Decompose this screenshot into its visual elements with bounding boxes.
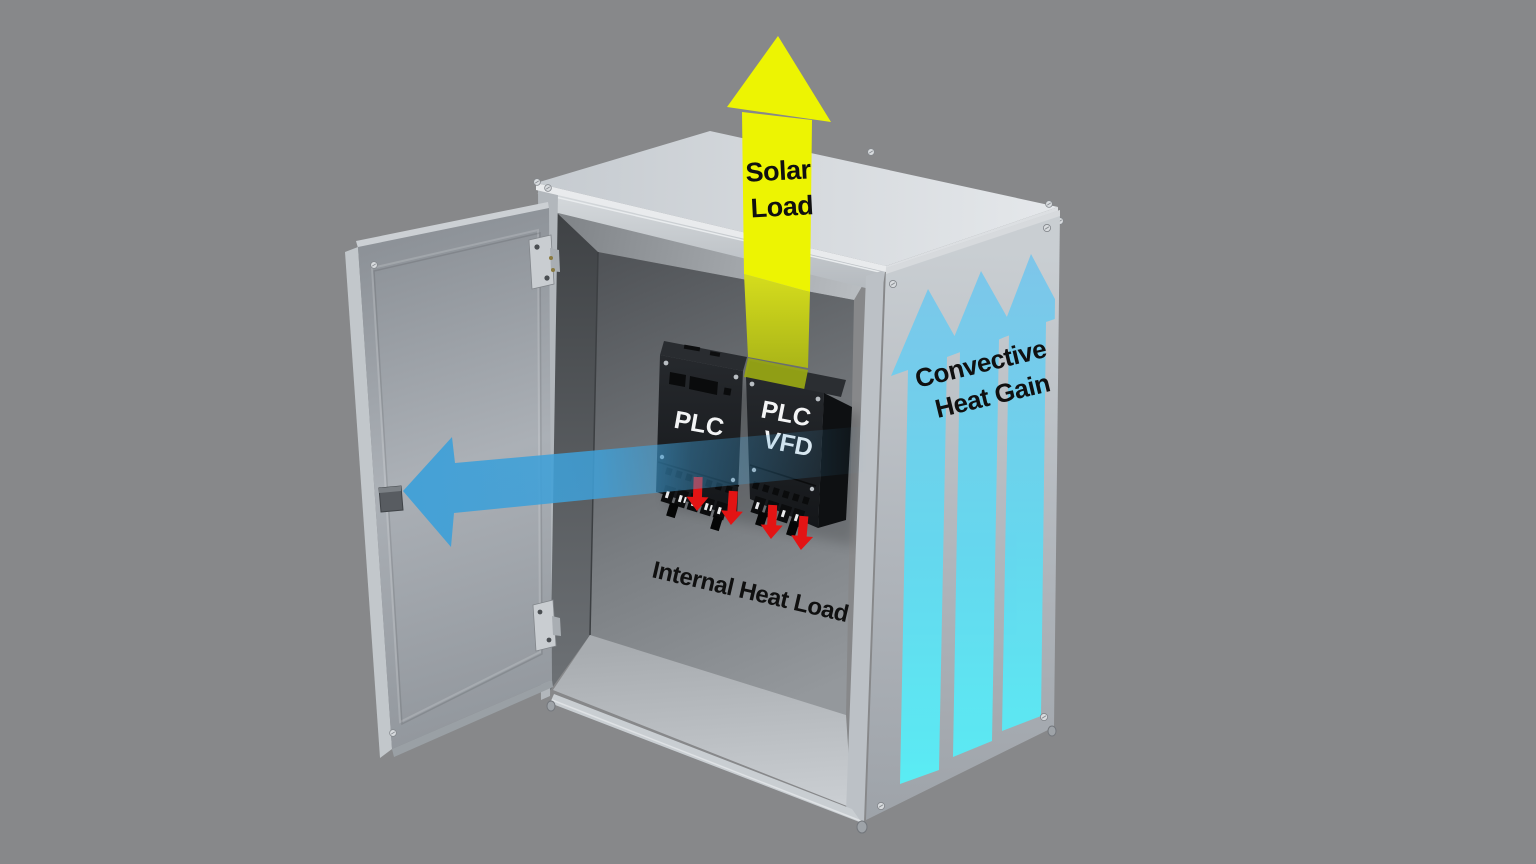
door-bottom-fold [392, 680, 553, 757]
sill-highlight [551, 699, 862, 822]
interior-floor [553, 635, 852, 808]
screw-icon [876, 801, 886, 811]
door-handle[interactable] [378, 485, 404, 513]
plc-vent-slot [669, 372, 686, 387]
door-airflow-arrow [403, 426, 866, 547]
screw-icon [888, 279, 898, 289]
rail-highlight [537, 192, 885, 274]
solar-arrow-head [727, 36, 831, 122]
vfd-solar-landing [744, 358, 808, 390]
vfd-vent-holes [751, 481, 810, 505]
door-top-fold [356, 202, 549, 248]
door-left-fold [345, 247, 392, 758]
door-hinge-bottom [532, 599, 561, 652]
solar-label-line1: Solar [745, 154, 812, 187]
convective-arrows [891, 254, 1056, 784]
screw-icon [389, 729, 397, 737]
interior-left-wall [549, 212, 598, 692]
door-inner-seam-shadow [373, 232, 543, 726]
screw-icon [867, 148, 875, 156]
screw-icon [1042, 223, 1052, 233]
frame-right-column [846, 270, 884, 822]
convective-arrow-3 [998, 254, 1056, 731]
plc-vent-slot [689, 376, 718, 395]
plc-vent-slot [723, 387, 732, 396]
convective-arrow-2 [946, 271, 1016, 757]
screw-icon [1045, 200, 1053, 208]
screw-icon [533, 178, 541, 186]
cabinet-side-panel: Convective Heat Gain [866, 210, 1060, 820]
wall-corner-seam [589, 251, 599, 636]
plc-top-vent [683, 344, 701, 352]
solar-load-arrow: Solar Load [727, 36, 831, 292]
convective-arrow-1 [891, 289, 963, 784]
solar-load-arrow-interior [744, 274, 810, 368]
screw-icon [544, 184, 552, 192]
plc-top-face [660, 341, 747, 371]
door-hinge-top [528, 234, 560, 290]
solar-arrow-shaft [742, 112, 812, 292]
solar-label-line2: Load [750, 190, 814, 223]
side-panel-top-lip [886, 210, 1060, 274]
cabinet-feet [546, 700, 1057, 834]
screw-icon [1039, 712, 1049, 722]
screw-icon [370, 261, 378, 269]
solar-load-label: Solar Load [745, 154, 814, 223]
door-inner-seam [370, 228, 542, 724]
plc-top-vent [709, 351, 721, 357]
